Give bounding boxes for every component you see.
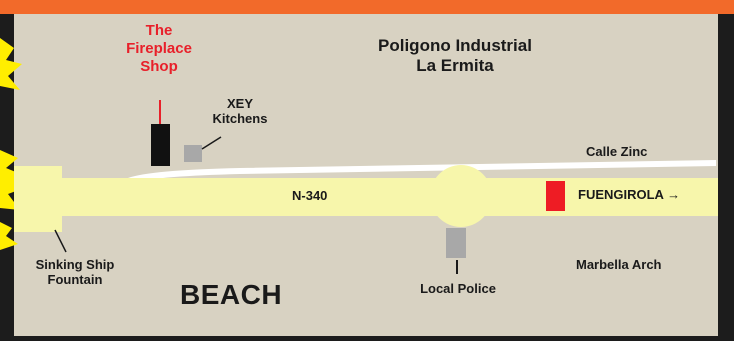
- destination-label: FUENGIROLA →: [578, 187, 681, 202]
- fireplace-shop-marker: [151, 124, 170, 166]
- map-ground: [0, 14, 720, 336]
- starburst-bottom: [0, 222, 18, 250]
- destination-marker: [546, 181, 565, 211]
- arch-label: Marbella Arch: [576, 257, 662, 272]
- kitchens-marker: [184, 145, 202, 162]
- shop-name-line-1: The: [145, 22, 173, 39]
- kitchens-label-line-1: XEY: [226, 96, 253, 111]
- shop-name-line-2: Fireplace: [126, 40, 192, 57]
- calle-zinc-street: [128, 160, 716, 182]
- police-label: Local Police: [420, 281, 496, 296]
- industrial-area-line-2: La Ermita: [416, 56, 494, 76]
- fountain-label: Sinking Ship Fountain: [20, 257, 130, 288]
- kitchens-pointer-line: [201, 136, 222, 150]
- shop-name-line-3: Shop: [140, 58, 178, 75]
- fountain-label-line-1: Sinking Ship: [35, 257, 115, 272]
- right-border: [718, 14, 734, 336]
- fountain-plaza: [14, 166, 62, 232]
- top-band: [0, 0, 734, 14]
- n340-road: [14, 178, 718, 216]
- kitchens-label-line-2: Kitchens: [212, 111, 268, 127]
- beach-label: BEACH: [180, 279, 283, 310]
- fountain-label-line-2: Fountain: [47, 272, 103, 288]
- police-station-marker: [446, 228, 466, 258]
- industrial-area-line-1: Poligono Industrial: [378, 36, 532, 55]
- kitchens-label: XEY Kitchens: [195, 96, 285, 127]
- fountain-pointer-line: [54, 229, 67, 253]
- shop-name: The Fireplace Shop: [118, 22, 200, 76]
- street-label: Calle Zinc: [586, 144, 648, 159]
- highway-label: N-340: [292, 188, 328, 203]
- starburst-top: [0, 38, 22, 90]
- roundabout: [430, 165, 492, 227]
- industrial-area-label: Poligono Industrial La Ermita: [345, 36, 565, 76]
